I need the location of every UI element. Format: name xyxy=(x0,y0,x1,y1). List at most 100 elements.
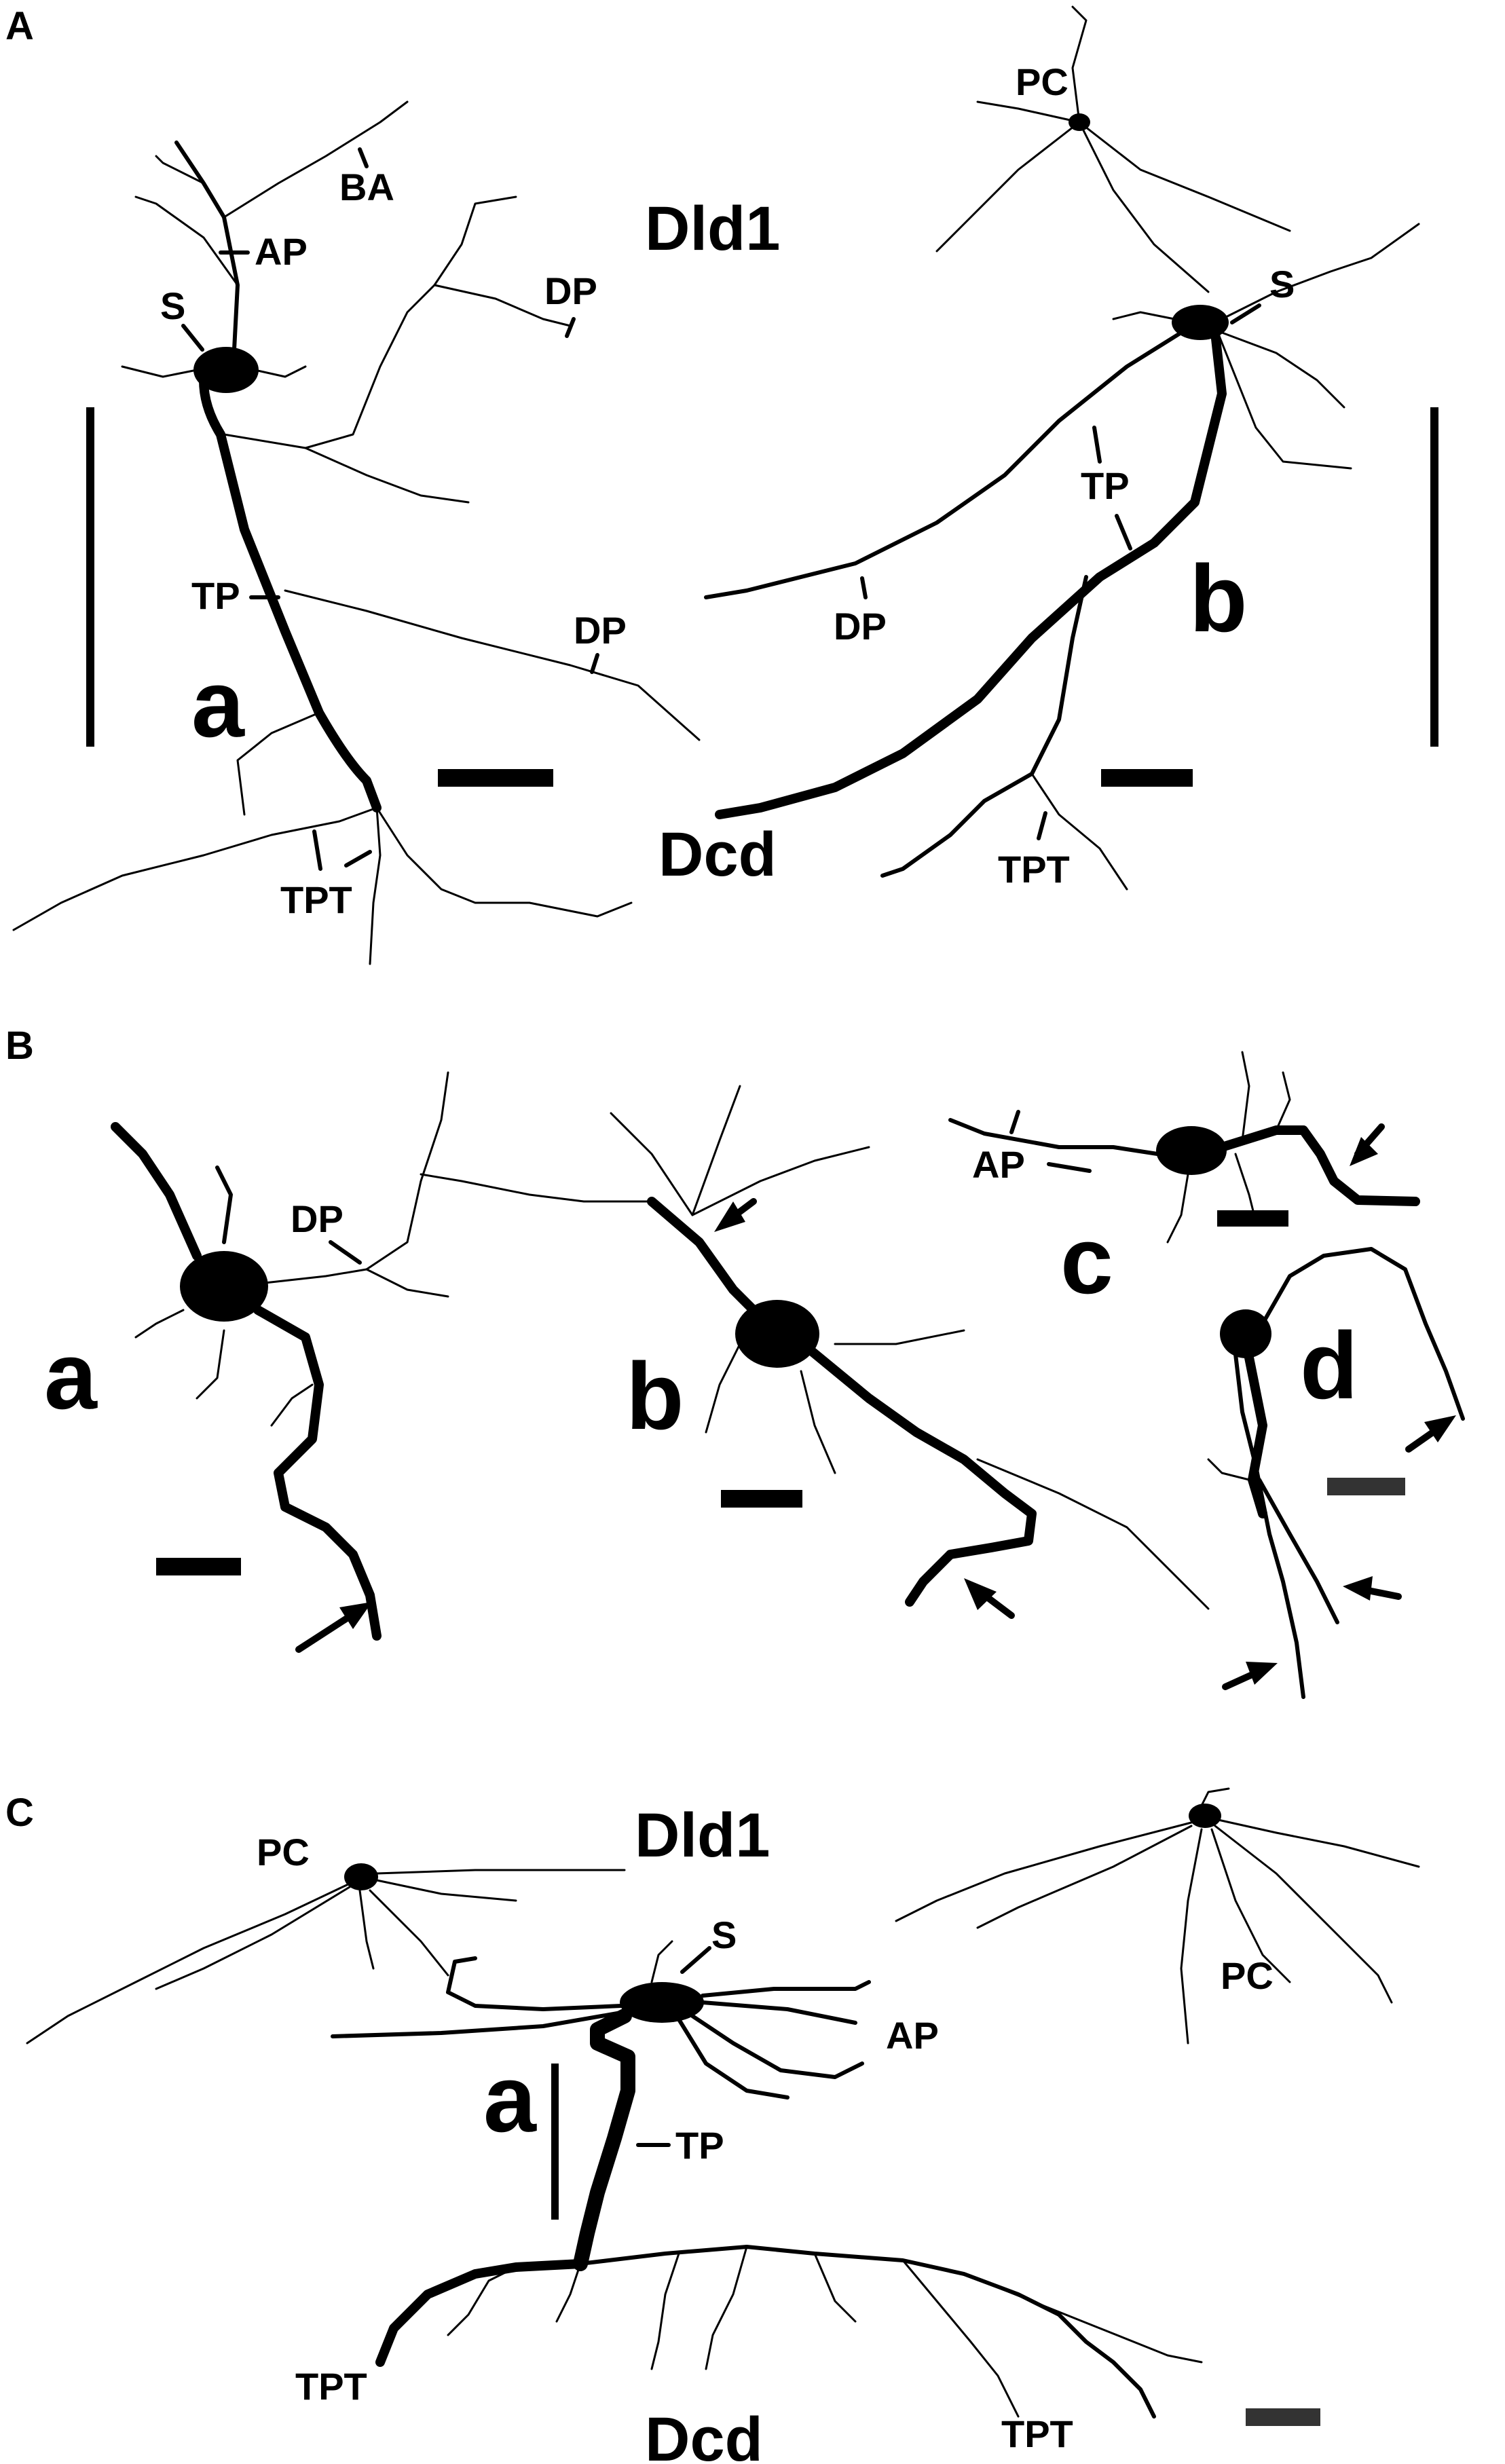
ap-c4 xyxy=(677,2017,789,2099)
pcr-6 xyxy=(1210,1828,1291,1983)
scale-bar-vertical-left xyxy=(86,407,94,747)
label-pc-a: PC xyxy=(1016,60,1069,103)
cell-label-b-b: b xyxy=(626,1343,684,1449)
cell-label-b-a: a xyxy=(44,1322,98,1429)
label-dp-b: DP xyxy=(834,605,887,648)
dp-b xyxy=(704,331,1183,599)
scale-bar-c xyxy=(1246,2408,1320,2426)
arrow-icon xyxy=(295,1602,372,1653)
dp-right xyxy=(284,589,701,741)
label-tpt-c2: TPT xyxy=(1001,2412,1073,2455)
pc-left xyxy=(935,121,1081,253)
bb-right2 xyxy=(834,1329,965,1345)
tp-a-a xyxy=(199,375,382,813)
b-right3 xyxy=(1214,324,1352,470)
label-ap-a: AP xyxy=(255,230,308,273)
label-dp-a1: DP xyxy=(544,269,597,312)
neuron-b-d xyxy=(1207,1247,1465,1699)
label-pc-c2: PC xyxy=(1221,1954,1274,1997)
label-pc-c1: PC xyxy=(257,1831,310,1873)
neuron-a-b xyxy=(704,5,1420,891)
pc-up xyxy=(1071,5,1088,124)
region-dld1-a: Dld1 xyxy=(645,194,780,263)
pcr-3 xyxy=(1214,1825,1393,2004)
dp-upper-2 xyxy=(433,284,572,327)
bb-left xyxy=(420,1173,653,1203)
label-tp-b: TP xyxy=(1081,464,1130,507)
neuron-pc-left-c xyxy=(26,1863,626,2045)
tpt-c-right xyxy=(578,2245,1156,2419)
label-tpt-b: TPT xyxy=(998,848,1070,891)
scale-bar-vertical-c xyxy=(551,2064,559,2220)
bb-dendrite xyxy=(647,1197,758,1315)
pointer-s-c xyxy=(680,1946,711,1974)
neuron-b-b xyxy=(420,1085,1210,1610)
ba-left xyxy=(134,1309,185,1339)
pointer-s-a xyxy=(181,324,204,352)
soma-pc-right xyxy=(1189,1804,1221,1828)
bd-down2 xyxy=(1257,1478,1339,1624)
scale-bar-b-a xyxy=(156,1558,241,1575)
scale-bar-b-d xyxy=(1327,1478,1405,1495)
tpt-c-b6 xyxy=(447,2266,517,2336)
label-tp-a: TP xyxy=(191,574,240,617)
bd-arc xyxy=(1261,1247,1465,1421)
label-s-a: S xyxy=(160,284,185,327)
tpt-mid xyxy=(236,711,320,816)
basal-right xyxy=(253,365,307,378)
tpt-left xyxy=(12,806,378,931)
bc-axon xyxy=(1217,1125,1420,1206)
neuron-b-a xyxy=(111,1071,449,1641)
ap-c3 xyxy=(690,2014,864,2079)
pcl-2 xyxy=(155,1886,351,1990)
c-left xyxy=(446,1956,623,2011)
pcl-3 xyxy=(375,1869,626,1875)
label-tp-c: TP xyxy=(675,2124,724,2167)
panel-b: B DP a xyxy=(5,1024,1465,1699)
bb-long xyxy=(976,1458,1210,1610)
bc-up xyxy=(1241,1051,1250,1142)
bc-ap xyxy=(948,1118,1159,1156)
cell-label-a-b: b xyxy=(1189,545,1248,652)
c-left2 xyxy=(331,2011,623,2038)
dp-upper xyxy=(223,195,517,449)
soma-b-d xyxy=(1220,1309,1271,1358)
bc-basal1 xyxy=(1166,1173,1189,1244)
tpt-down xyxy=(369,806,382,965)
label-dp-ba: DP xyxy=(291,1197,343,1240)
tpt-b xyxy=(880,575,1088,878)
pcr-7 xyxy=(1200,1787,1230,1807)
tpt-c-b3 xyxy=(813,2252,857,2323)
tpt-b-2 xyxy=(1030,772,1128,891)
label-tpt-a: TPT xyxy=(280,878,352,921)
neuron-pc-right-c xyxy=(895,1787,1420,2045)
neuron-b-c xyxy=(948,1051,1420,1244)
bc-up2 xyxy=(1275,1071,1291,1132)
pcl-5 xyxy=(358,1889,375,1970)
ba-branch xyxy=(270,1383,314,1427)
pointer-dp-a1 xyxy=(565,317,576,338)
tpt-c-b2 xyxy=(705,2245,748,2370)
b-right1 xyxy=(1221,223,1420,320)
ap-tip xyxy=(155,155,205,185)
scale-bar-b-b xyxy=(721,1490,802,1508)
pc-down xyxy=(1078,121,1210,293)
bd-thick xyxy=(1244,1353,1267,1518)
panel-a-label: A xyxy=(5,4,34,48)
pointer-ap-bc1 xyxy=(1009,1110,1020,1134)
scale-bar-vertical-right xyxy=(1430,407,1438,747)
bb-axon xyxy=(806,1346,1037,1607)
ap-c2 xyxy=(701,2000,857,2025)
arrow-icon xyxy=(1350,1123,1385,1166)
tpt-c-b1 xyxy=(650,2252,680,2370)
arrow-icon xyxy=(714,1198,757,1232)
scale-bar-a-a xyxy=(438,769,553,787)
pcl-1 xyxy=(26,1882,351,2045)
pcr-2 xyxy=(976,1825,1193,1929)
region-dld1-c: Dld1 xyxy=(635,1801,770,1870)
dp-lower xyxy=(304,447,470,504)
arrow-icon xyxy=(964,1578,1015,1619)
bd-side xyxy=(1207,1458,1250,1481)
tpt-c-left xyxy=(375,2259,585,2367)
soma-b-b xyxy=(735,1300,819,1368)
